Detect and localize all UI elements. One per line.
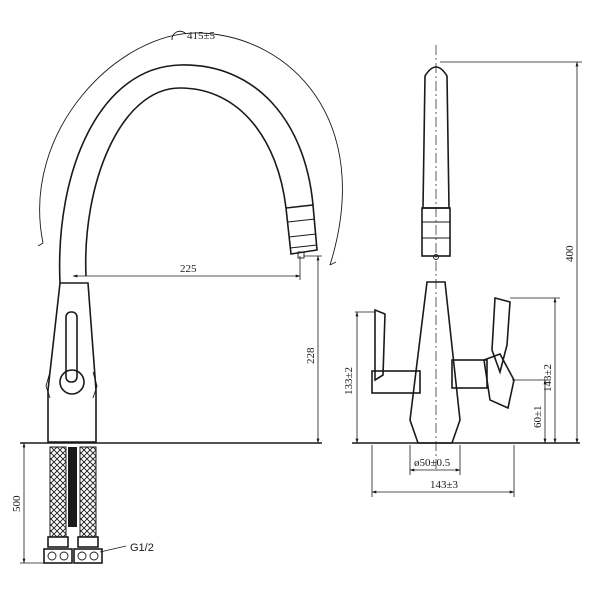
side-view: 133±2 143±2 60±1 400 ø50±0.5 143±3 <box>343 45 582 497</box>
faucet-body-front <box>48 283 96 442</box>
base-width-label: 143±3 <box>430 479 459 491</box>
total-height-label: 400 <box>564 245 576 262</box>
pullout-head <box>286 205 317 258</box>
arc-reach-label: 415±5 <box>187 30 216 42</box>
handle-right <box>492 298 510 372</box>
handle-left <box>375 310 385 380</box>
front-view: 415±5 225 228 <box>20 30 342 443</box>
base-diameter-label: ø50±0.5 <box>414 457 451 469</box>
supply-hoses: 500 G1/2 <box>11 443 154 563</box>
hose-length-label: 500 <box>11 495 23 512</box>
center-stud <box>68 447 77 527</box>
spout-inner <box>86 88 286 276</box>
handle-left-stem <box>372 371 420 393</box>
handle-height-right-label: 143±2 <box>542 364 554 392</box>
handle-right-stem <box>452 360 487 388</box>
outlet-height-label: 228 <box>305 347 317 364</box>
spout-outer <box>60 65 313 283</box>
base-height-label: 60±1 <box>532 405 544 428</box>
hose-left <box>50 447 66 537</box>
handle-height-left-label: 133±2 <box>343 367 355 395</box>
hose-thread-label: G1/2 <box>130 542 154 554</box>
spout-reach-label: 225 <box>180 263 197 275</box>
hose-right <box>80 447 96 537</box>
